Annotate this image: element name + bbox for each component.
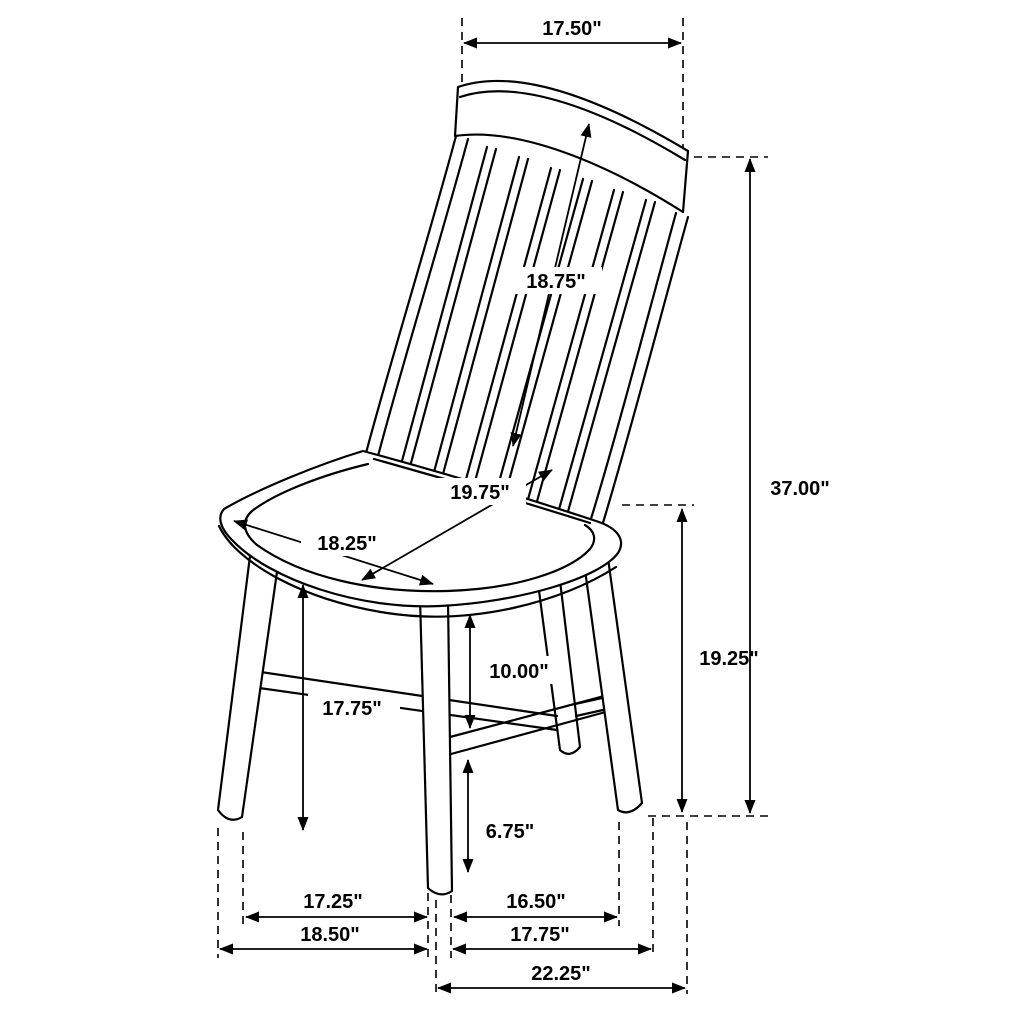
front-left-leg (216, 549, 282, 821)
dim-seat-diagonal: 19.75" (361, 469, 553, 581)
dim-floor-to-seat-back: 19.25" (676, 508, 759, 813)
spindle (400, 145, 498, 465)
dim-front-feet-inner: 17.25" (245, 891, 428, 923)
dimension-label: 18.75" (526, 271, 586, 293)
label-backdrop (308, 694, 400, 721)
front-right-leg (418, 596, 454, 896)
rear-right-leg (580, 542, 644, 814)
dim-side-feet-outer: 17.75" (452, 924, 652, 955)
dimension-label: 18.25" (317, 533, 377, 555)
back-stile-left (364, 134, 470, 458)
dimension-label: 17.50" (542, 18, 602, 40)
dimension-label: 37.00" (770, 478, 830, 500)
dim-seat-to-stretcher: 10.00" (464, 614, 564, 729)
crest-rail (453, 79, 690, 214)
dimension-label: 17.75" (322, 698, 382, 720)
extension-lines (217, 18, 768, 994)
dimension-label: 6.75" (486, 821, 534, 843)
dimension-label: 10.00" (489, 661, 549, 683)
back-stile-right (588, 211, 690, 528)
label-backdrop (476, 656, 564, 684)
dimension-label: 19.75" (450, 482, 510, 504)
dimension-label: 22.25" (531, 963, 591, 985)
dim-overall-height: 37.00" (744, 158, 830, 814)
dim-top-width: 17.50" (463, 18, 682, 49)
dim-overall-depth: 22.25" (437, 963, 686, 994)
label-backdrop (510, 267, 602, 294)
dimension-label: 19.25" (699, 648, 759, 670)
dim-backrest-length: 18.75" (510, 123, 602, 447)
dimension-label: 17.75" (510, 924, 570, 946)
dimension-label: 17.25" (303, 891, 363, 913)
label-backdrop (301, 529, 393, 556)
dim-side-feet-inner: 16.50" (453, 891, 618, 923)
spindle (556, 198, 657, 517)
label-backdrop (434, 478, 526, 505)
dim-floor-to-seat-front: 17.75" (297, 584, 400, 831)
dim-floor-to-stretcher: 6.75" (462, 759, 534, 873)
dimension-label: 16.50" (506, 891, 566, 913)
dim-seat-width: 18.25" (233, 519, 434, 586)
dimension-label: 18.50" (300, 924, 360, 946)
dim-front-feet-outer: 18.50" (219, 924, 428, 955)
right-stretcher (448, 692, 615, 756)
